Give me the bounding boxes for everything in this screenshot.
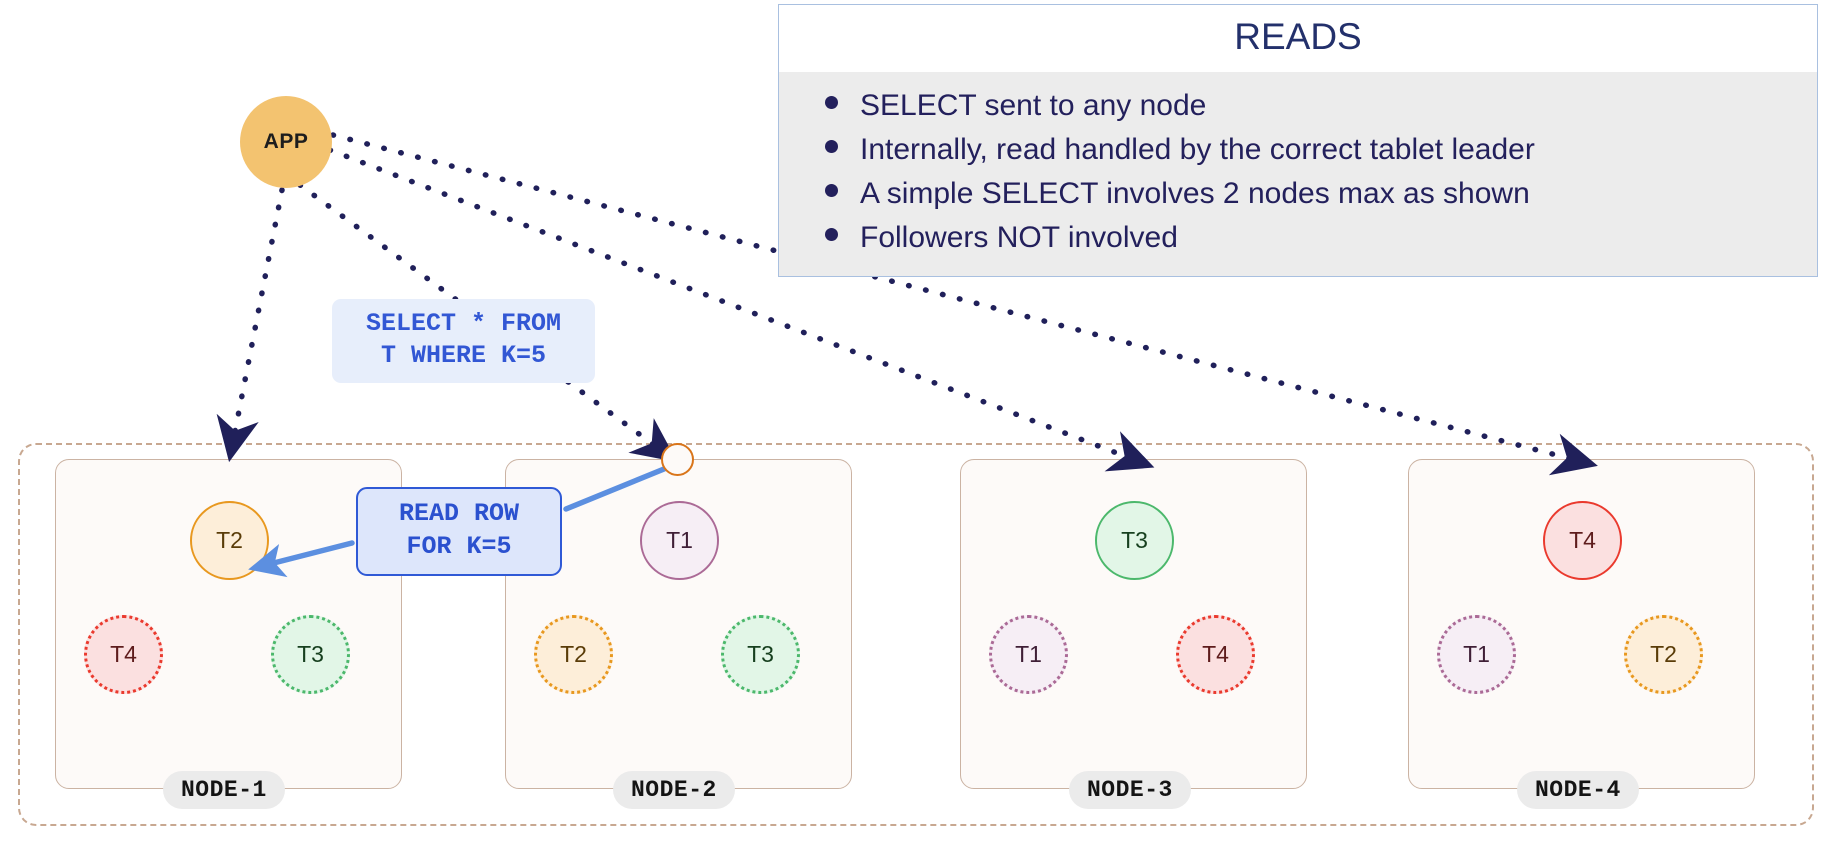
reads-item-text: Followers NOT involved (860, 220, 1178, 254)
bullet-icon (825, 183, 838, 197)
node-badge-4: NODE-4 (1517, 771, 1639, 809)
read-row-line-1: READ ROW (398, 499, 520, 528)
reads-item-text: A simple SELECT involves 2 nodes max as … (860, 176, 1530, 210)
tablet-follower[interactable]: T4 (84, 615, 163, 694)
tablet-leader[interactable]: T3 (1095, 501, 1174, 580)
bullet-icon (825, 139, 838, 153)
tablet-leader[interactable]: T2 (190, 501, 269, 580)
node-badge-label: NODE-4 (1535, 777, 1621, 803)
sql-query-line-1: SELECT * FROM (365, 309, 562, 338)
reads-item-text: SELECT sent to any node (860, 89, 1207, 122)
tablet-label: T4 (110, 641, 137, 667)
list-item: SELECT sent to any node (825, 84, 1797, 128)
reads-panel: READS SELECT sent to any node Internally… (778, 4, 1818, 277)
reads-panel-title: READS (1234, 16, 1362, 57)
node-badge-2: NODE-2 (613, 771, 735, 809)
tablet-follower[interactable]: T2 (534, 615, 613, 694)
list-item: Followers NOT involved (825, 216, 1797, 260)
sql-query-line-2: T WHERE K=5 (380, 341, 547, 370)
node-card-3[interactable]: T3 T1 T4 (960, 459, 1307, 789)
tablet-label: T2 (216, 527, 243, 553)
tablet-label: T1 (1463, 641, 1490, 667)
node-card-1[interactable]: T2 T4 T3 (55, 459, 402, 789)
app-node-label: APP (263, 130, 309, 153)
app-node[interactable]: APP (240, 96, 332, 188)
node2-entry-point[interactable] (661, 443, 694, 476)
tablet-label: T4 (1202, 641, 1229, 667)
bullet-icon (825, 227, 838, 241)
tablet-follower[interactable]: T3 (721, 615, 800, 694)
node-badge-label: NODE-3 (1087, 777, 1173, 803)
node-badge-label: NODE-2 (631, 777, 717, 803)
tablet-label: T2 (1650, 641, 1677, 667)
reads-panel-body: SELECT sent to any node Internally, read… (779, 72, 1817, 276)
bullet-icon (825, 96, 838, 109)
tablet-label: T2 (560, 641, 587, 667)
tablet-leader[interactable]: T1 (640, 501, 719, 580)
node-badge-label: NODE-1 (181, 777, 267, 803)
arrow-app-to-node1 (216, 187, 285, 463)
read-row-line-2: FOR K=5 (406, 531, 512, 561)
tablet-label: T1 (1015, 641, 1042, 667)
reads-item-text: Internally, read handled by the correct … (860, 132, 1535, 166)
reads-bullet-list: SELECT sent to any node Internally, read… (779, 84, 1817, 260)
tablet-follower[interactable]: T4 (1176, 615, 1255, 694)
read-row-callout: READ ROW FOR K=5 (356, 487, 562, 576)
list-item: Internally, read handled by the correct … (825, 128, 1797, 172)
tablet-label: T1 (666, 527, 693, 553)
tablet-label: T3 (297, 641, 324, 667)
list-item: A simple SELECT involves 2 nodes max as … (825, 172, 1797, 216)
tablet-follower[interactable]: T1 (1437, 615, 1516, 694)
node-card-4[interactable]: T4 T1 T2 (1408, 459, 1755, 789)
tablet-follower[interactable]: T3 (271, 615, 350, 694)
node-badge-1: NODE-1 (163, 771, 285, 809)
tablet-label: T3 (747, 641, 774, 667)
tablet-follower[interactable]: T2 (1624, 615, 1703, 694)
node-card-2[interactable]: T1 T2 T3 (505, 459, 852, 789)
node-badge-3: NODE-3 (1069, 771, 1191, 809)
tablet-follower[interactable]: T1 (989, 615, 1068, 694)
sql-query-callout: SELECT * FROM T WHERE K=5 (332, 299, 595, 383)
tablet-label: T3 (1121, 527, 1148, 553)
tablet-label: T4 (1569, 527, 1596, 553)
tablet-leader[interactable]: T4 (1543, 501, 1622, 580)
